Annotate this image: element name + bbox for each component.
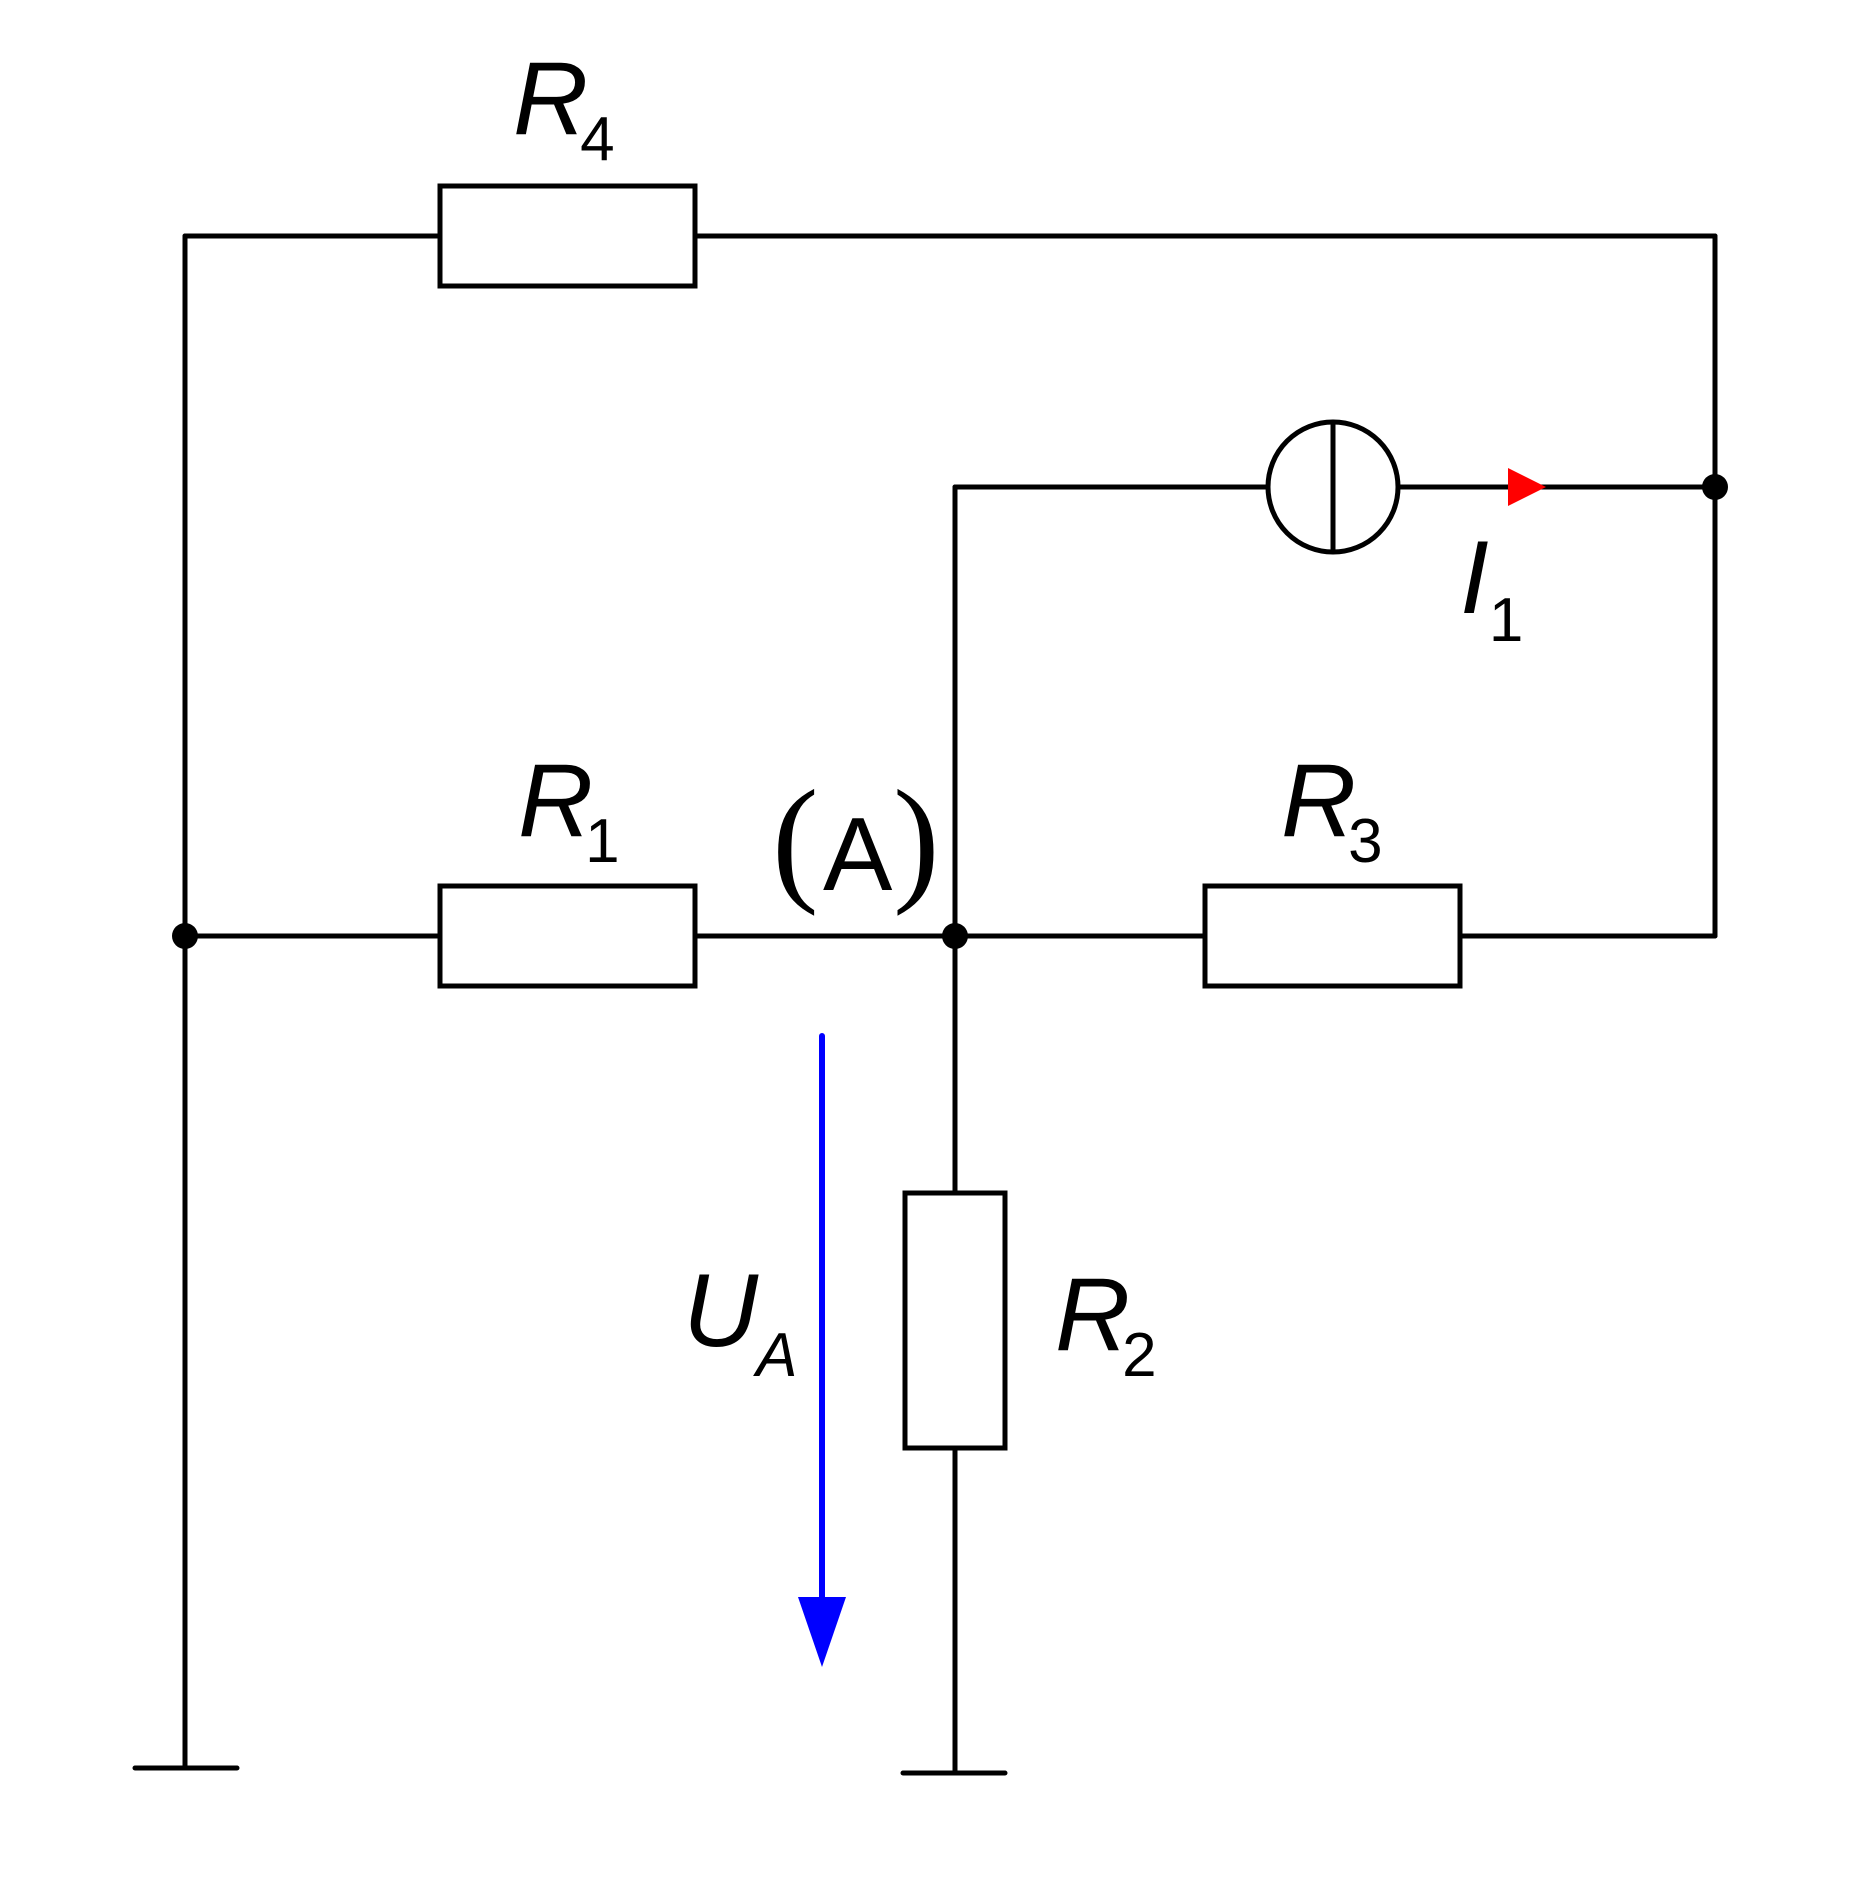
label-r3-symbol: R	[1281, 743, 1356, 859]
resistor-r3	[1202, 883, 1463, 989]
label-r2-index: 2	[1122, 1321, 1156, 1390]
label-r2: R2	[1055, 1257, 1157, 1390]
junction-dot-right	[1702, 474, 1728, 500]
label-ua-index: A	[752, 1321, 797, 1390]
label-r4-index: 4	[580, 105, 614, 174]
node-a-letter: A	[823, 797, 893, 913]
label-r3: R3	[1281, 743, 1383, 876]
voltage-arrow-ua	[798, 1033, 846, 1667]
label-r1: R1	[518, 743, 620, 876]
label-r1-symbol: R	[518, 743, 593, 859]
label-ua: UA	[683, 1253, 797, 1390]
label-r3-index: 3	[1348, 807, 1382, 876]
label-i1: I1	[1460, 520, 1523, 655]
node-a-label: ( A )	[772, 762, 940, 917]
node-a-close-paren: )	[893, 762, 940, 917]
node-a-open-paren: (	[772, 762, 819, 917]
resistor-r1	[437, 883, 698, 989]
label-i1-index: 1	[1489, 586, 1523, 655]
wires	[182, 233, 1718, 1776]
label-i1-symbol: I	[1460, 520, 1489, 636]
voltage-arrow-head-icon	[798, 1597, 846, 1667]
label-r2-symbol: R	[1055, 1257, 1130, 1373]
resistor-r2	[902, 1190, 1008, 1451]
current-arrow-icon	[1508, 468, 1546, 506]
label-r1-index: 1	[585, 807, 619, 876]
current-source-i1	[1265, 419, 1401, 555]
junction-dot-node-a	[942, 923, 968, 949]
label-ua-symbol: U	[683, 1253, 759, 1369]
junction-dot-left	[172, 923, 198, 949]
label-r4-symbol: R	[513, 41, 588, 157]
label-r4: R4	[513, 41, 615, 174]
resistor-r4	[437, 183, 698, 289]
